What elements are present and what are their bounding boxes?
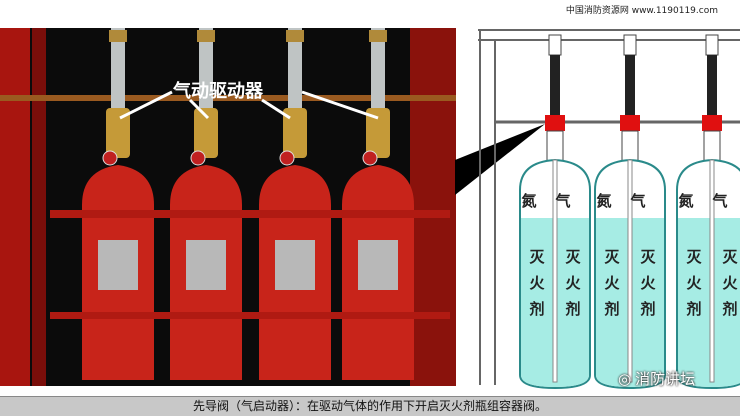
wechat-icon: ◎ [618, 369, 632, 388]
bottle-agent-char: 灭 [528, 248, 545, 266]
site-watermark: 中国消防资源网 www.1190119.com [565, 6, 718, 16]
bottle-agent-char: 剂 [722, 300, 737, 318]
wechat-label: 消防讲坛 [635, 370, 696, 388]
siphon-tube [627, 159, 633, 383]
siphon-tube [552, 159, 558, 383]
bottle-gas-char: 气 [629, 192, 645, 210]
bottle-agent-char: 灭 [685, 248, 702, 266]
bottle-gas-char: 氮 [521, 192, 536, 210]
pipe [199, 28, 213, 108]
valve-top [705, 34, 719, 56]
callout-wedge [455, 124, 545, 195]
bottle-agent-char: 火 [604, 274, 620, 292]
cylinder-label-plate [186, 240, 226, 290]
bottle-agent-char: 火 [686, 274, 702, 292]
schematic-frame [478, 29, 740, 385]
actuator-valve [366, 108, 390, 158]
actuator-valve [194, 108, 218, 158]
pipe [371, 28, 385, 108]
pipe-fitting [197, 30, 215, 42]
bottle-agent-char: 灭 [603, 248, 620, 266]
label-arrows [119, 90, 379, 120]
bottle-agent-char: 火 [565, 274, 581, 292]
bottle-agent-char: 剂 [640, 300, 655, 318]
wechat-badge: ◎消防讲坛 [618, 368, 695, 389]
bottle-agent-char: 剂 [604, 300, 619, 318]
pressure-gauge [102, 150, 118, 166]
flex-hose [707, 55, 717, 117]
bottle-gas-char: 氮 [596, 192, 611, 210]
pilot-valve-marker [545, 115, 565, 131]
bottle-agent-char: 剂 [686, 300, 701, 318]
bottle-agent-char: 剂 [565, 300, 580, 318]
pressure-gauge [279, 150, 295, 166]
valve-top [548, 34, 562, 56]
valve-top [623, 34, 637, 56]
agent-fill [678, 218, 740, 387]
bottle-gas-char: 气 [554, 192, 570, 210]
bottle-gas-char: 气 [711, 192, 727, 210]
bottle-agent-char: 火 [640, 274, 656, 292]
cylinder-label-plate [275, 240, 315, 290]
actuator-label: 气动驱动器 [172, 80, 264, 102]
bottle-gas-char: 氮 [678, 192, 693, 210]
pipe-fitting [369, 30, 387, 42]
bottle-agent-char: 火 [722, 274, 738, 292]
pilot-valve-marker [702, 115, 722, 131]
flex-hose [625, 55, 635, 117]
bottle-agent-char: 剂 [529, 300, 544, 318]
pipe [111, 28, 125, 108]
cylinder-label-plate [358, 240, 398, 290]
bottle-agent-char: 灭 [564, 248, 581, 266]
illustration: 气动驱动器 氮气灭火剂灭火剂氮气灭火剂灭火剂氮气灭火剂灭火剂 [0, 28, 740, 390]
container-valve [621, 130, 639, 162]
cylinder-label-plate [98, 240, 138, 290]
pipe-fitting [109, 30, 127, 42]
siphon-tube [709, 159, 715, 383]
bottle-agent-char: 火 [529, 274, 545, 292]
container-valve [703, 130, 721, 162]
actuator-valve [106, 108, 130, 158]
pressure-gauge [362, 150, 378, 166]
pipe [288, 28, 302, 108]
bottle-agent-char: 灭 [639, 248, 656, 266]
photo-cylinders [0, 28, 456, 386]
caption-bar: 先导阀（气启动器）：在驱动气体的作用下开启灭火剂瓶组容器阀。 [0, 396, 740, 416]
pipe-fitting [286, 30, 304, 42]
pilot-valve-marker [620, 115, 640, 131]
container-valve [546, 130, 564, 162]
flex-hose [550, 55, 560, 117]
actuator-valve [283, 108, 307, 158]
pressure-gauge [190, 150, 206, 166]
bottle-agent-char: 灭 [721, 248, 738, 266]
